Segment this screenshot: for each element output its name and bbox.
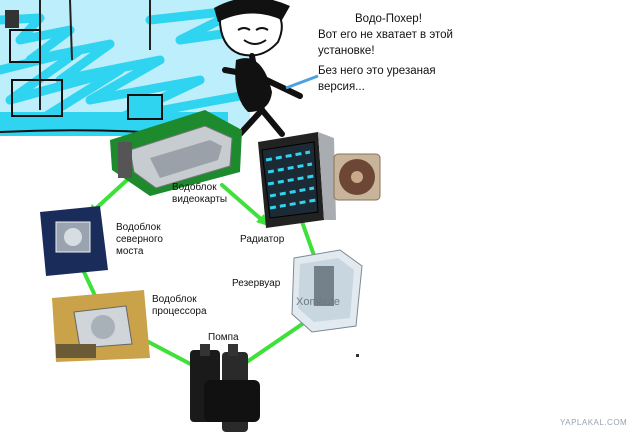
label-northbridge-line-1: Водоблок xyxy=(116,222,161,233)
stray-dot xyxy=(356,354,359,357)
label-cpu-block-line-1: Водоблок xyxy=(152,294,197,305)
label-reservoir: Резервуар xyxy=(232,278,281,289)
rage-face-character xyxy=(214,0,303,137)
label-cpu-block-line-2: процессора xyxy=(152,306,207,317)
label-gpu-block: Водоблок видеокарты xyxy=(172,182,227,206)
cpu-block-image xyxy=(52,290,150,362)
label-pump: Помпа xyxy=(208,332,239,343)
reservoir-image xyxy=(291,249,363,333)
tube-pump-to-reservoir xyxy=(236,314,316,370)
tube-gpu-to-radiator xyxy=(220,183,264,222)
label-northbridge-line-2: северного xyxy=(116,234,163,245)
watermark: YAPLAKAL.COM xyxy=(560,418,628,427)
reservoir-brand-text: Xombute xyxy=(296,296,341,308)
label-northbridge-line-3: моста xyxy=(116,246,144,257)
caption-line-4: версия... xyxy=(318,81,365,93)
label-gpu-block-line-1: Водоблок xyxy=(172,182,217,193)
label-radiator: Радиатор xyxy=(240,234,285,245)
label-cpu-block: Водоблок процессора xyxy=(152,294,207,318)
gpu-water-block-image xyxy=(110,110,242,196)
pump-image xyxy=(190,344,260,432)
caption-line-3: Без него это урезаная xyxy=(318,65,436,77)
radiator-image xyxy=(258,132,381,228)
caption-title: Водо-Похер! xyxy=(355,13,422,25)
caption-line-2: установке! xyxy=(318,45,375,57)
label-northbridge-block: Водоблок северного моста xyxy=(116,222,163,258)
spray-line xyxy=(285,74,319,90)
northbridge-block-image xyxy=(40,206,108,276)
caption-line-1: Вот его не хватает в этой xyxy=(318,29,453,41)
cyan-scribble-drawing xyxy=(0,0,255,141)
label-gpu-block-line-2: видеокарты xyxy=(172,194,228,205)
